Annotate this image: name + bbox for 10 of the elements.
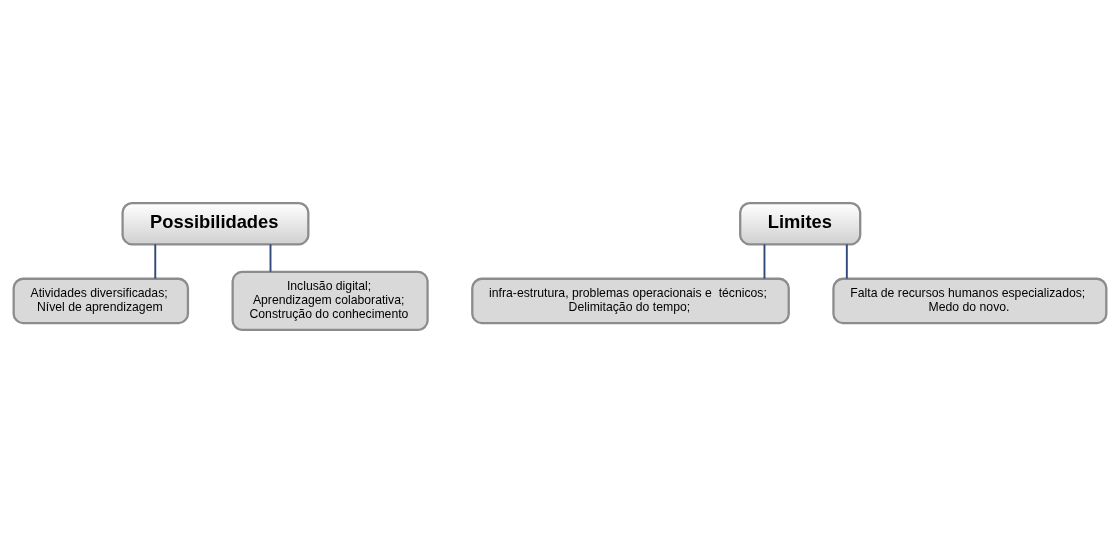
connector [269,243,272,273]
node-box: Falta de recursos humanos especializados; Medo do novo. [832,277,1108,325]
node-box: Possibilidades [121,201,310,246]
node-box: Limites [739,201,862,246]
node-box: Inclusão digital; Aprendizagem colaborativa; Construção do conhecimento [231,270,429,332]
connector [154,243,157,280]
connector [845,243,848,280]
connector [763,243,766,280]
node-box: infra-estrutura, problemas operacionais e técnicos; Delimitação do tempo; [471,277,790,325]
node-box: Atividades diversificadas; Nível de aprendizagem [12,277,190,325]
